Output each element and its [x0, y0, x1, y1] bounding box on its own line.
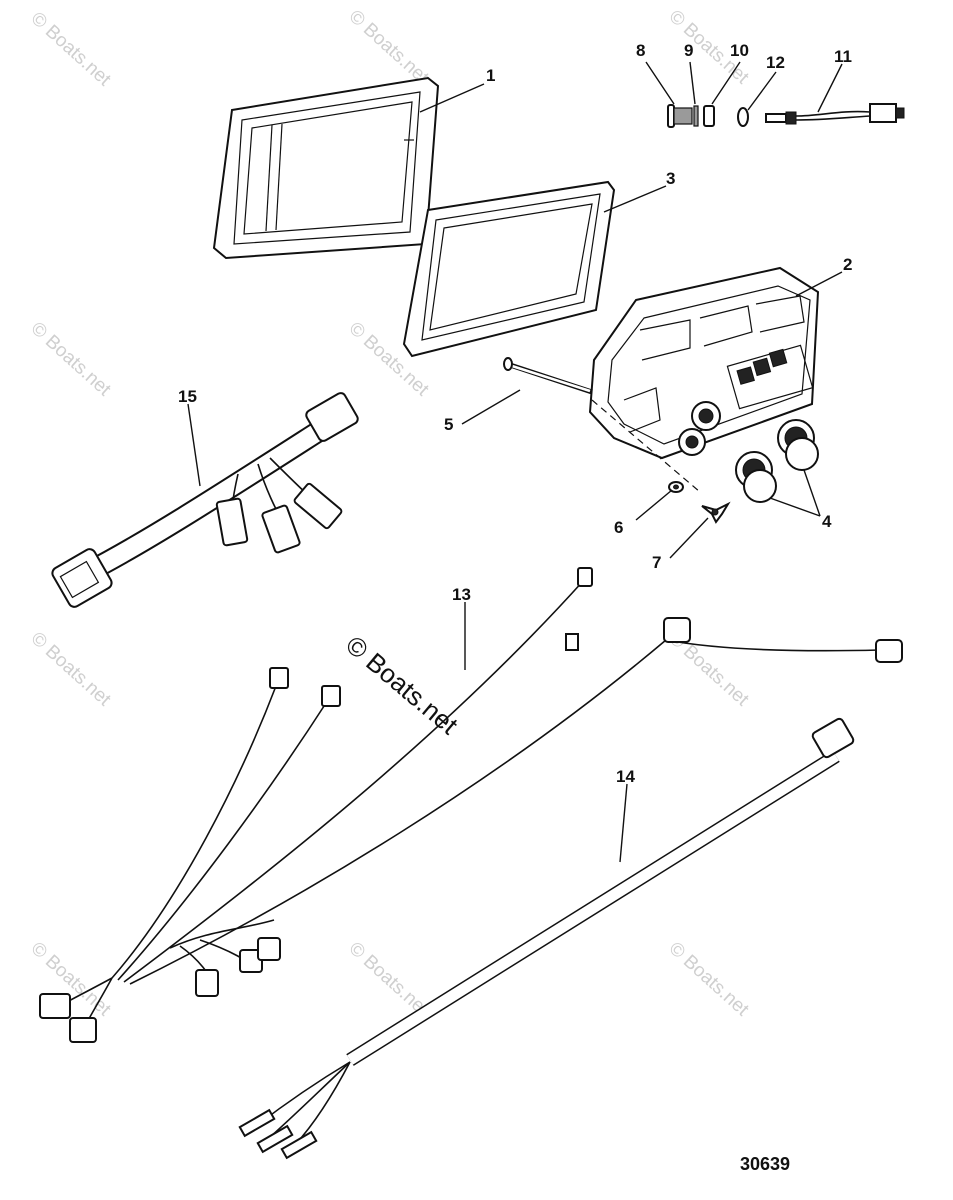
callout-15: 15	[178, 387, 197, 406]
callout-13: 13	[452, 585, 471, 604]
part-15-harness	[51, 392, 359, 608]
part-6-washer	[668, 481, 684, 493]
callout-14: 14	[616, 767, 635, 786]
part-12-o-ring	[737, 107, 749, 127]
watermark: © Boats.net	[27, 8, 116, 91]
leader-lines	[187, 61, 843, 863]
callout-10: 10	[730, 41, 749, 60]
part-5-bolt	[503, 357, 593, 395]
part-14-cable	[238, 717, 855, 1160]
part-4-knobs	[735, 419, 819, 503]
watermark: © Boats.net	[27, 628, 116, 711]
part-3-gasket-frame	[402, 180, 616, 358]
part-2-display-unit	[588, 266, 820, 460]
callout-6: 6	[614, 518, 623, 537]
callout-1: 1	[486, 66, 495, 85]
watermark: © Boats.net	[345, 6, 434, 89]
part-13-main-harness	[39, 567, 903, 1043]
watermark: © Boats.net	[27, 318, 116, 401]
part-7-wing-nut	[701, 501, 731, 524]
callout-2: 2	[843, 255, 852, 274]
callout-9: 9	[684, 41, 693, 60]
part-10-nut	[703, 105, 715, 127]
callout-8: 8	[636, 41, 645, 60]
callout-5: 5	[444, 415, 453, 434]
figure-number: 30639	[740, 1154, 790, 1174]
center-watermark: © Boats.net	[340, 630, 464, 741]
callout-12: 12	[766, 53, 785, 72]
callout-labels: 1 2 3 4 5 6 7 8 9 10 11 12 13 14 15	[178, 41, 852, 786]
callout-7: 7	[652, 553, 661, 572]
callout-11: 11	[834, 47, 852, 66]
callout-3: 3	[666, 169, 675, 188]
part-11-sensor	[765, 103, 905, 125]
part-8-screw	[667, 104, 693, 128]
part-1-display-bezel	[212, 76, 440, 260]
watermark: © Boats.net	[665, 938, 754, 1021]
part-9-seal	[693, 105, 699, 127]
callout-4: 4	[822, 512, 832, 531]
